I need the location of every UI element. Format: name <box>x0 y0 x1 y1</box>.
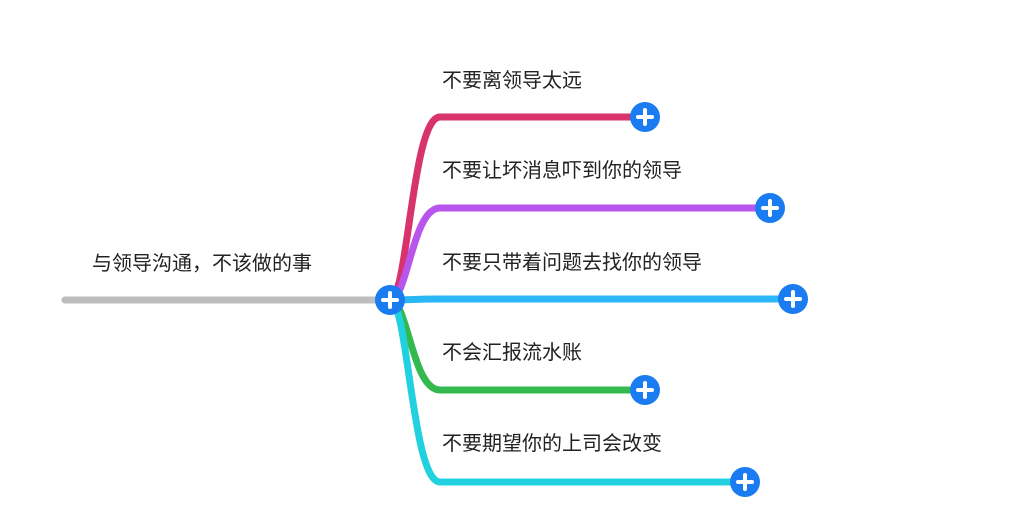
expand-toggle-1[interactable] <box>630 102 660 132</box>
branch-label-5[interactable]: 不要期望你的上司会改变 <box>442 431 662 455</box>
root-expand-toggle[interactable] <box>375 285 405 315</box>
plus-icon <box>636 108 654 126</box>
branch-label-1[interactable]: 不要离领导太远 <box>442 68 582 92</box>
expand-toggle-4[interactable] <box>630 375 660 405</box>
expand-toggle-3[interactable] <box>778 284 808 314</box>
plus-icon <box>736 473 754 491</box>
expand-toggle-5[interactable] <box>730 467 760 497</box>
expand-toggle-2[interactable] <box>755 193 785 223</box>
branch-label-4[interactable]: 不会汇报流水账 <box>442 340 582 364</box>
branch-label-3[interactable]: 不要只带着问题去找你的领导 <box>442 250 702 274</box>
plus-icon <box>636 381 654 399</box>
plus-icon <box>784 290 802 308</box>
plus-icon <box>761 199 779 217</box>
branch-line-3 <box>386 295 797 304</box>
root-topic-label[interactable]: 与领导沟通，不该做的事 <box>92 251 312 275</box>
branch-label-2[interactable]: 不要让坏消息吓到你的领导 <box>442 158 682 182</box>
plus-icon <box>381 291 399 309</box>
